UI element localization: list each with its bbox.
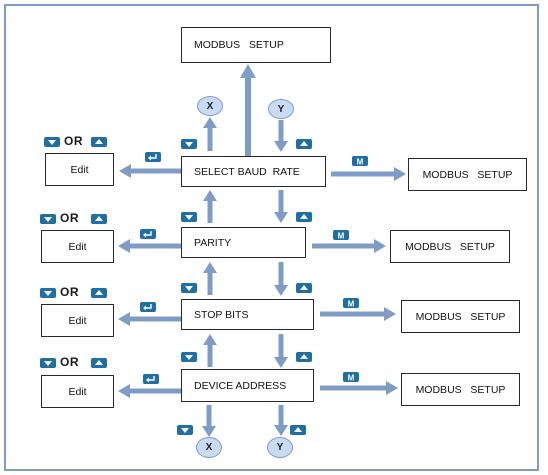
modbus-setup-box-top: MODBUS SETUP bbox=[181, 27, 331, 63]
x-button-icon: X bbox=[197, 96, 223, 116]
up-key-icon bbox=[296, 352, 312, 362]
modbus-setup-box: MODBUS SETUP bbox=[390, 230, 510, 263]
diagram-frame bbox=[4, 4, 539, 471]
select-baud-rate-box: SELECT BAUD RATE bbox=[181, 156, 326, 187]
or-label: OR bbox=[64, 134, 83, 148]
modbus-setup-label: MODBUS SETUP bbox=[415, 383, 506, 396]
modbus-setup-box: MODBUS SETUP bbox=[401, 300, 520, 333]
down-key-icon bbox=[181, 352, 197, 362]
arrow-down bbox=[274, 262, 288, 296]
enter-key-icon bbox=[140, 302, 156, 312]
edit-label: Edit bbox=[70, 163, 89, 176]
edit-box: Edit bbox=[41, 304, 114, 337]
down-key-icon bbox=[181, 283, 197, 293]
down-key-icon bbox=[40, 288, 56, 298]
arrow-right-to-modbus bbox=[320, 307, 396, 321]
down-key-icon bbox=[44, 137, 60, 147]
up-key-icon bbox=[296, 139, 312, 149]
arrow-left-to-edit bbox=[118, 239, 181, 253]
arrow-up bbox=[203, 262, 217, 295]
down-key-icon bbox=[181, 212, 197, 222]
or-label: OR bbox=[60, 211, 79, 225]
arrow-down-to-x bbox=[202, 405, 216, 437]
arrow-left-to-edit bbox=[119, 164, 181, 178]
parity-label: PARITY bbox=[194, 236, 232, 249]
edit-box: Edit bbox=[45, 153, 114, 186]
modbus-setup-label: MODBUS SETUP bbox=[405, 240, 495, 253]
arrow-up-to-modbus bbox=[240, 64, 256, 160]
enter-key-icon bbox=[145, 152, 161, 162]
modbus-setup-box: MODBUS SETUP bbox=[408, 158, 527, 191]
arrow-down bbox=[274, 334, 288, 368]
edit-label: Edit bbox=[68, 314, 87, 327]
m-key-icon: M bbox=[343, 372, 359, 382]
edit-box: Edit bbox=[41, 375, 114, 408]
modbus-setup-label: MODBUS SETUP bbox=[422, 168, 513, 181]
arrow-down-from-y-to-baud bbox=[274, 120, 288, 152]
down-key-icon bbox=[40, 214, 56, 224]
stop-bits-label: STOP BITS bbox=[194, 308, 249, 321]
edit-label: Edit bbox=[68, 385, 87, 398]
arrow-left-to-edit bbox=[118, 384, 181, 398]
modbus-setup-label: MODBUS SETUP bbox=[415, 310, 506, 323]
arrow-down-to-y bbox=[274, 405, 288, 436]
m-key-icon: M bbox=[352, 156, 368, 166]
stop-bits-box: STOP BITS bbox=[181, 299, 314, 330]
arrow-right-to-modbus bbox=[331, 167, 406, 181]
up-key-icon bbox=[91, 358, 107, 368]
m-key-icon: M bbox=[343, 298, 359, 308]
modbus-setup-label: MODBUS SETUP bbox=[194, 39, 284, 51]
up-key-icon bbox=[290, 425, 306, 435]
modbus-setup-box: MODBUS SETUP bbox=[401, 373, 520, 406]
enter-key-icon bbox=[143, 374, 159, 384]
arrow-right-to-modbus bbox=[320, 381, 398, 395]
down-key-icon bbox=[177, 425, 193, 435]
y-button-icon: Y bbox=[267, 437, 293, 458]
up-key-icon bbox=[296, 283, 312, 293]
or-label: OR bbox=[60, 355, 79, 369]
x-button-icon: X bbox=[196, 437, 222, 458]
arrow-up bbox=[203, 334, 217, 367]
arrow-left-to-edit bbox=[118, 312, 181, 326]
arrow-up bbox=[203, 190, 217, 223]
svg-text:M: M bbox=[348, 374, 355, 383]
or-label: OR bbox=[60, 285, 79, 299]
arrow-right-to-modbus bbox=[312, 239, 386, 253]
svg-text:M: M bbox=[338, 232, 345, 241]
device-address-label: DEVICE ADDRESS bbox=[194, 379, 287, 392]
svg-text:M: M bbox=[357, 158, 364, 167]
arrow-down bbox=[274, 190, 288, 223]
up-key-icon bbox=[91, 137, 107, 147]
parity-box: PARITY bbox=[181, 227, 306, 258]
down-key-icon bbox=[181, 139, 197, 149]
edit-label: Edit bbox=[68, 240, 87, 253]
select-baud-rate-label: SELECT BAUD RATE bbox=[194, 165, 300, 178]
m-key-icon: M bbox=[333, 230, 349, 240]
down-key-icon bbox=[40, 358, 56, 368]
up-key-icon bbox=[91, 214, 107, 224]
enter-key-icon bbox=[140, 229, 156, 239]
y-button-icon: Y bbox=[268, 99, 294, 119]
edit-box: Edit bbox=[41, 230, 114, 263]
device-address-box: DEVICE ADDRESS bbox=[181, 369, 314, 402]
arrow-up-from-baud-to-x bbox=[203, 117, 217, 151]
up-key-icon bbox=[91, 288, 107, 298]
up-key-icon bbox=[296, 212, 312, 222]
svg-text:M: M bbox=[348, 300, 355, 309]
